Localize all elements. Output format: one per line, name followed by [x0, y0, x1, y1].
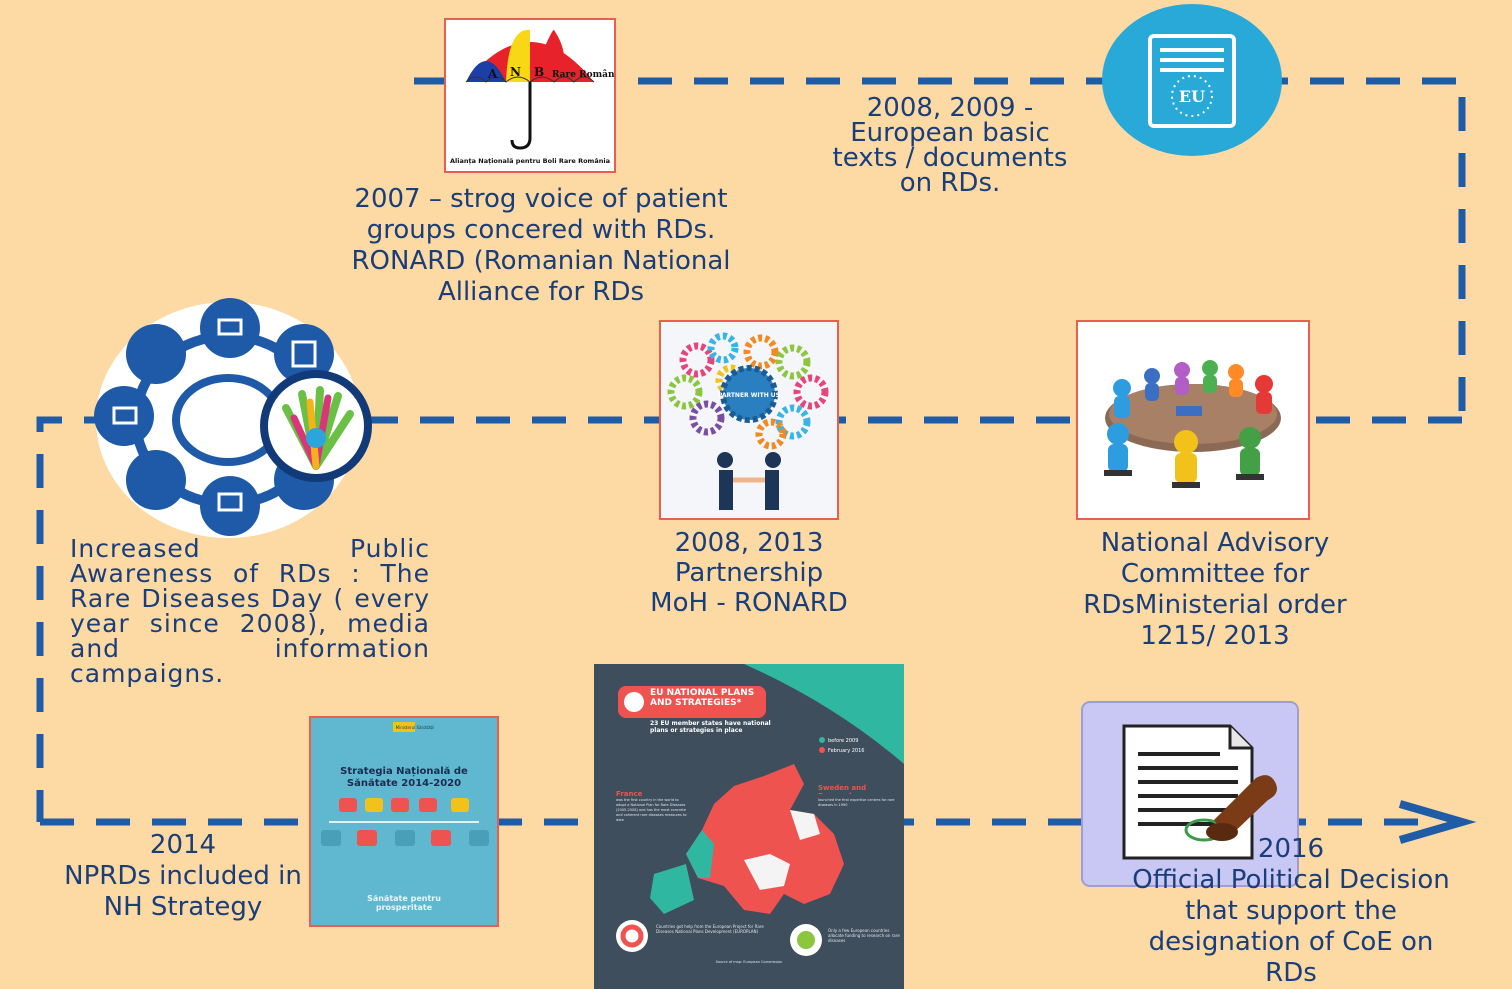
path-row-2 [36, 416, 1462, 822]
poster-europlan-text: Countries got help from the European Pro… [656, 924, 764, 934]
partnership-line-3: MoH - RONARD [650, 588, 848, 618]
ronard-logo-image: A N B Rare România Alianța Națională pen… [444, 18, 616, 173]
arrow-head-icon [1398, 800, 1477, 844]
eu-national-plans-poster: EU NATIONAL PLANS AND STRATEGIES* 23 EU … [594, 664, 904, 989]
partnership-gears-image: PARTNER WITH US [659, 320, 839, 520]
advisory-line-1: National Advisory [1100, 528, 1330, 558]
ronard-2007-label: 2007 – strog voice of patient groups con… [351, 184, 731, 307]
decision-line-1: 2016 [1257, 834, 1325, 864]
ronard-letter-a: A [487, 67, 498, 81]
poster-sweden-text: launched the first expertise centres for… [818, 798, 895, 807]
awareness-label: Increased Public Awareness of RDs : The … [70, 534, 430, 688]
strategy-line-2: NPRDs included in [64, 861, 302, 891]
eu-2008-2009-label: 2008, 2009 - European basic texts / docu… [832, 93, 1068, 198]
strategy-line-3: NH Strategy [103, 892, 263, 922]
poster-france-text: was the first country in the world to ad… [616, 798, 687, 822]
decision-line-5: RDs [1265, 958, 1317, 988]
poster-subtitle: 23 EU member states have national plans … [650, 720, 771, 734]
health-strategy-cover-image: Ministerul Sănătății Strategia Națională… [309, 716, 499, 927]
decision-line-4: designation of CoE on [1148, 927, 1434, 957]
poster-legend-feb: February 2016 [828, 748, 864, 754]
partnership-gear-text: PARTNER WITH US [718, 392, 780, 399]
poster-source: Source of map: European Commission [715, 960, 783, 964]
partnership-line-2: Partnership [674, 558, 824, 588]
eu-icon-label: EU [1179, 87, 1205, 106]
poster-sweden-label: Sweden and Denmark [818, 784, 867, 794]
strategy-2014-label: 2014 NPRDs included in NH Strategy [56, 830, 310, 923]
ronard-caption: Alianța Națională pentru Boli Rare Român… [450, 157, 610, 166]
advisory-committee-image [1076, 320, 1310, 520]
strategy-line-1: 2014 [149, 830, 217, 860]
poster-funding-text: Only a few European countries allocate f… [828, 928, 900, 943]
advisory-line-3: RDsMinisterial order [1083, 590, 1347, 620]
advisory-line-2: Committee for [1120, 559, 1310, 589]
eu-document-icon: EU [1102, 4, 1282, 156]
partnership-line-1: 2008, 2013 [674, 528, 824, 558]
strategy-cover-ministry: Ministerul Sănătății [396, 725, 435, 730]
path-row-1 [414, 77, 1466, 420]
strategy-cover-title: Strategia Națională de Sănătate 2014-202… [340, 766, 468, 789]
awareness-network-icon [94, 298, 372, 538]
advisory-label: National Advisory Committee for RDsMinis… [1070, 528, 1360, 652]
official-decision-document-icon [1081, 701, 1299, 887]
poster-title: EU NATIONAL PLANS AND STRATEGIES* [650, 688, 755, 708]
poster-france-label: France [616, 790, 643, 798]
decision-line-2: Official Political Decision [1132, 865, 1450, 895]
partnership-label: 2008, 2013 Partnership MoH - RONARD [620, 528, 878, 618]
poster-legend-before: before 2009 [828, 738, 858, 744]
decision-line-3: that support the [1185, 896, 1397, 926]
decision-2016-label: 2016 Official Political Decision that su… [1116, 834, 1466, 989]
ronard-brand: Rare România [552, 69, 614, 80]
strategy-cover-footer: Sănătate pentru prosperitate [367, 894, 441, 912]
ronard-letter-b: B [534, 65, 544, 79]
advisory-line-4: 1215/ 2013 [1140, 621, 1290, 651]
ronard-letter-n: N [510, 65, 521, 79]
